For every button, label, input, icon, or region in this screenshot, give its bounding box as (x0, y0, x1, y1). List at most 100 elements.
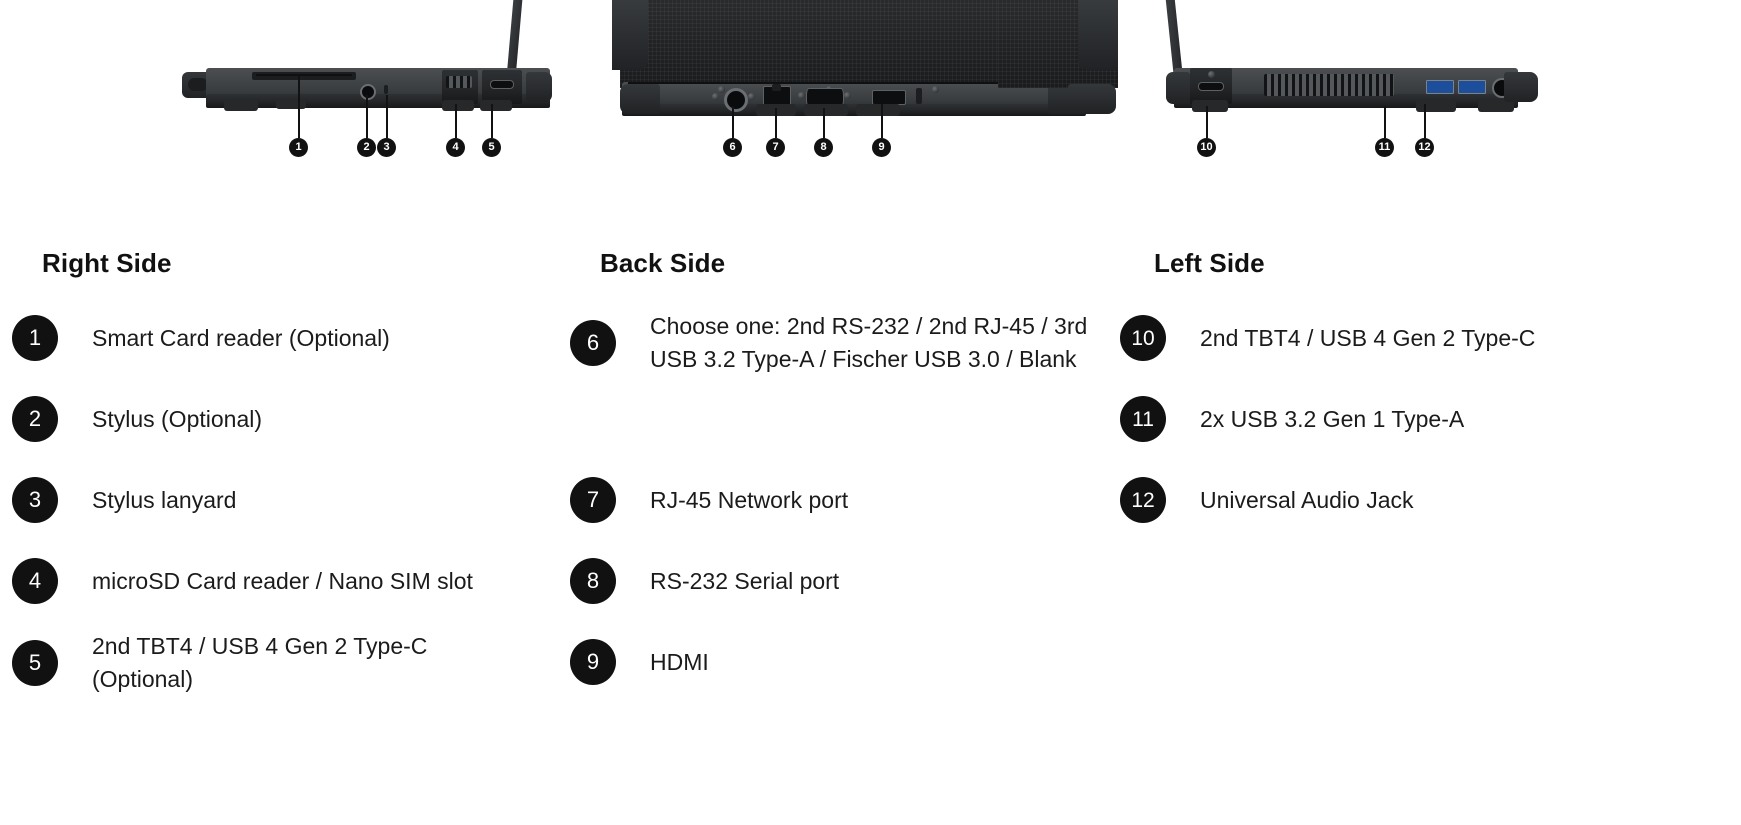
leader-line-1 (298, 76, 300, 138)
callout-bubble-6: 6 (723, 138, 742, 157)
legend-item: 12 Universal Audio Jack (1120, 477, 1740, 523)
leader-line-12 (1424, 104, 1426, 138)
legend-number-badge: 11 (1120, 396, 1166, 442)
product-photo-strip: 1 2 3 4 5 (0, 0, 1741, 185)
legend-item: 1 Smart Card reader (Optional) (12, 315, 557, 361)
legend-item: 3 Stylus lanyard (12, 477, 557, 523)
corner-bumper-left (620, 84, 660, 114)
legend-number-badge: 7 (570, 477, 616, 523)
callout-bubble-10: 10 (1197, 138, 1216, 157)
chassis-foot (804, 104, 848, 116)
leader-line-4 (455, 104, 457, 138)
chassis-foot (1416, 100, 1456, 112)
corner-bumper-left (1166, 72, 1190, 104)
legend-item: 5 2nd TBT4 / USB 4 Gen 2 Type-C (Optiona… (12, 630, 557, 695)
serial-port-screw (844, 92, 851, 99)
legend-item-label: Smart Card reader (Optional) (92, 324, 390, 351)
leader-line-11 (1384, 106, 1386, 138)
chassis-screw (932, 86, 939, 93)
callout-bubble-8: 8 (814, 138, 833, 157)
rj45-keystone (772, 84, 781, 91)
leader-line-10 (1206, 106, 1208, 138)
device-photo-left-side: 10 11 12 (998, 0, 1548, 185)
callout-bubble-3: 3 (377, 138, 396, 157)
leader-line-5 (491, 104, 493, 138)
legend-item-label: 2nd TBT4 / USB 4 Gen 2 Type-C (Optional) (92, 633, 428, 692)
legend-item-label: Choose one: 2nd RS-232 / 2nd RJ-45 / 3rd… (650, 313, 1088, 372)
usb-c-port (490, 80, 514, 89)
callout-bubble-4: 4 (446, 138, 465, 157)
chassis-foot (276, 100, 306, 109)
column-heading-right-side: Right Side (42, 248, 172, 278)
callout-bubble-11: 11 (1375, 138, 1394, 157)
callout-bubble-9: 9 (872, 138, 891, 157)
smart-card-slot-line (256, 74, 352, 76)
back-base-lower (622, 104, 1086, 116)
serial-port-screw (798, 92, 805, 99)
legend-item-label: Universal Audio Jack (1200, 486, 1414, 513)
legend-number-badge: 9 (570, 639, 616, 685)
door-screw (1208, 71, 1215, 78)
legend-item: 8 RS-232 Serial port (570, 558, 1125, 604)
usb-c-port (1198, 82, 1224, 91)
leader-line-2 (366, 95, 368, 138)
legend-item: 6 Choose one: 2nd RS-232 / 2nd RJ-45 / 3… (570, 310, 1125, 375)
device-photo-right-side: 1 2 3 4 5 (180, 0, 560, 185)
column-heading-back-side: Back Side (600, 248, 726, 278)
legend-number-badge: 1 (12, 315, 58, 361)
expansion-bay-port (724, 88, 748, 112)
legend-number-badge: 6 (570, 319, 616, 366)
exhaust-vent (1264, 74, 1394, 96)
legend-number-badge: 12 (1120, 477, 1166, 523)
legend-item-label: RS-232 Serial port (650, 567, 840, 594)
microsd-sim-contacts (446, 76, 472, 88)
legend-item-label: 2nd TBT4 / USB 4 Gen 2 Type-C (1200, 324, 1536, 351)
corner-bumper-right (1504, 72, 1538, 102)
callout-bubble-5: 5 (482, 138, 501, 157)
legend-item: 11 2x USB 3.2 Gen 1 Type-A (1120, 396, 1740, 442)
chassis-foot (856, 104, 900, 116)
legend-number-badge: 8 (570, 558, 616, 604)
leader-line-6 (732, 106, 734, 138)
hdmi-port (872, 90, 906, 105)
legend-number-badge: 2 (12, 396, 58, 442)
chassis-foot (224, 100, 258, 111)
legend-item-label: RJ-45 Network port (650, 486, 849, 513)
adjacent-corner-guard (1078, 0, 1118, 70)
expansion-bay-screw (712, 93, 719, 100)
callout-bubble-2: 2 (357, 138, 376, 157)
legend-number-badge: 5 (12, 639, 58, 686)
legend-item: 2 Stylus (Optional) (12, 396, 557, 442)
leader-line-9 (881, 104, 883, 138)
legend-number-badge: 10 (1120, 315, 1166, 361)
callout-bubble-1: 1 (289, 138, 308, 157)
chassis-foot (1192, 100, 1228, 112)
leader-line-7 (775, 108, 777, 138)
callout-bubble-12: 12 (1415, 138, 1434, 157)
display-corner-guard-left (612, 0, 648, 70)
legend-item-label: Stylus (Optional) (92, 405, 263, 432)
legend-item-label: Stylus lanyard (92, 486, 237, 513)
legend-number-badge: 3 (12, 477, 58, 523)
adjacent-corner-bumper (1068, 84, 1116, 114)
callout-bubble-7: 7 (766, 138, 785, 157)
legend-item: 7 RJ-45 Network port (570, 477, 1125, 523)
stylus-lanyard-anchor (384, 85, 388, 94)
handle-slot (188, 78, 208, 91)
corner-bumper-right (526, 72, 552, 102)
port-legend: Right Side 1 Smart Card reader (Optional… (0, 185, 1741, 825)
legend-item: 4 microSD Card reader / Nano SIM slot (12, 558, 557, 604)
legend-item: 9 HDMI (570, 639, 1125, 685)
chassis-foot (1478, 100, 1514, 112)
usb-a-port (1426, 80, 1454, 94)
stylus-port (360, 84, 376, 100)
chassis-foot (480, 100, 512, 111)
column-heading-left-side: Left Side (1154, 248, 1265, 278)
chassis-foot (442, 100, 474, 111)
security-lock-slot (916, 88, 922, 104)
chassis-screw (718, 86, 725, 93)
legend-item: 10 2nd TBT4 / USB 4 Gen 2 Type-C (1120, 315, 1740, 361)
expansion-bay-screw (748, 93, 755, 100)
legend-item-label: HDMI (650, 648, 709, 675)
legend-number-badge: 4 (12, 558, 58, 604)
